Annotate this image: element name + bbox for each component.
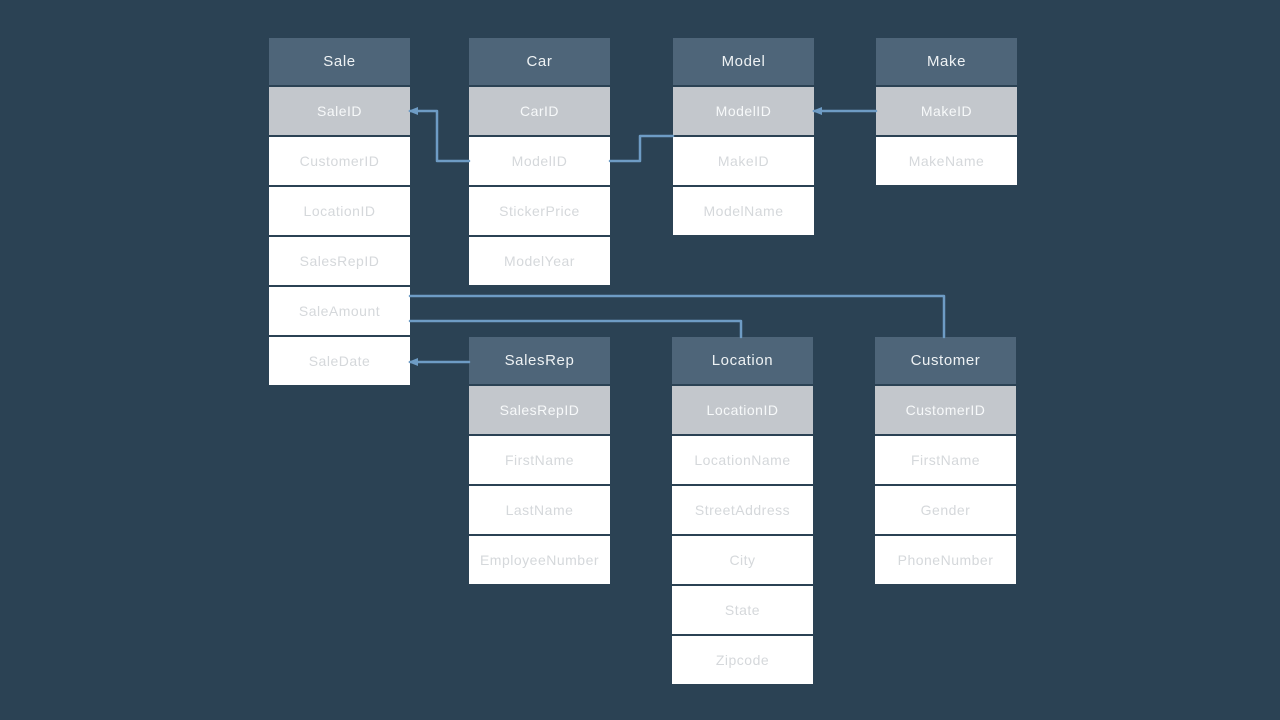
connector-sale.saleid-to-car.modelid — [408, 109, 471, 163]
connector-sale.locationid-to-location — [408, 319, 743, 339]
customer-field-firstname: FirstName — [875, 436, 1016, 484]
salesrep-field-firstname: FirstName — [469, 436, 610, 484]
table-title-model: Model — [673, 38, 814, 85]
customer-field-customerid: CustomerID — [875, 386, 1016, 434]
car-field-carid: CarID — [469, 87, 610, 135]
customer-field-gender: Gender — [875, 486, 1016, 534]
location-field-zipcode: Zipcode — [672, 636, 813, 684]
salesrep-field-lastname: LastName — [469, 486, 610, 534]
location-field-streetaddress: StreetAddress — [672, 486, 813, 534]
salesrep-field-salesrepid: SalesRepID — [469, 386, 610, 434]
car-field-stickerprice: StickerPrice — [469, 187, 610, 235]
salesrep-field-employeenumber: EmployeeNumber — [469, 536, 610, 584]
make-field-makename: MakeName — [876, 137, 1017, 185]
customer-field-phonenumber: PhoneNumber — [875, 536, 1016, 584]
table-title-make: Make — [876, 38, 1017, 85]
car-field-modelyear: ModelYear — [469, 237, 610, 285]
connector-sale.customerid-to-customer — [408, 294, 946, 339]
model-field-modelname: ModelName — [673, 187, 814, 235]
sale-field-locationid: LocationID — [269, 187, 410, 235]
table-title-location: Location — [672, 337, 813, 384]
table-title-sale: Sale — [269, 38, 410, 85]
location-field-locationname: LocationName — [672, 436, 813, 484]
connector-car.modelid-to-model.modelid — [608, 134, 675, 163]
location-field-state: State — [672, 586, 813, 634]
location-field-locationid: LocationID — [672, 386, 813, 434]
sale-field-saledate: SaleDate — [269, 337, 410, 385]
table-title-customer: Customer — [875, 337, 1016, 384]
model-field-modelid: ModelID — [673, 87, 814, 135]
sale-field-customerid: CustomerID — [269, 137, 410, 185]
sale-field-saleid: SaleID — [269, 87, 410, 135]
make-field-makeid: MakeID — [876, 87, 1017, 135]
model-field-makeid: MakeID — [673, 137, 814, 185]
car-field-modelid: ModelID — [469, 137, 610, 185]
sale-field-saleamount: SaleAmount — [269, 287, 410, 335]
sale-field-salesrepid: SalesRepID — [269, 237, 410, 285]
table-title-salesrep: SalesRep — [469, 337, 610, 384]
table-title-car: Car — [469, 38, 610, 85]
location-field-city: City — [672, 536, 813, 584]
